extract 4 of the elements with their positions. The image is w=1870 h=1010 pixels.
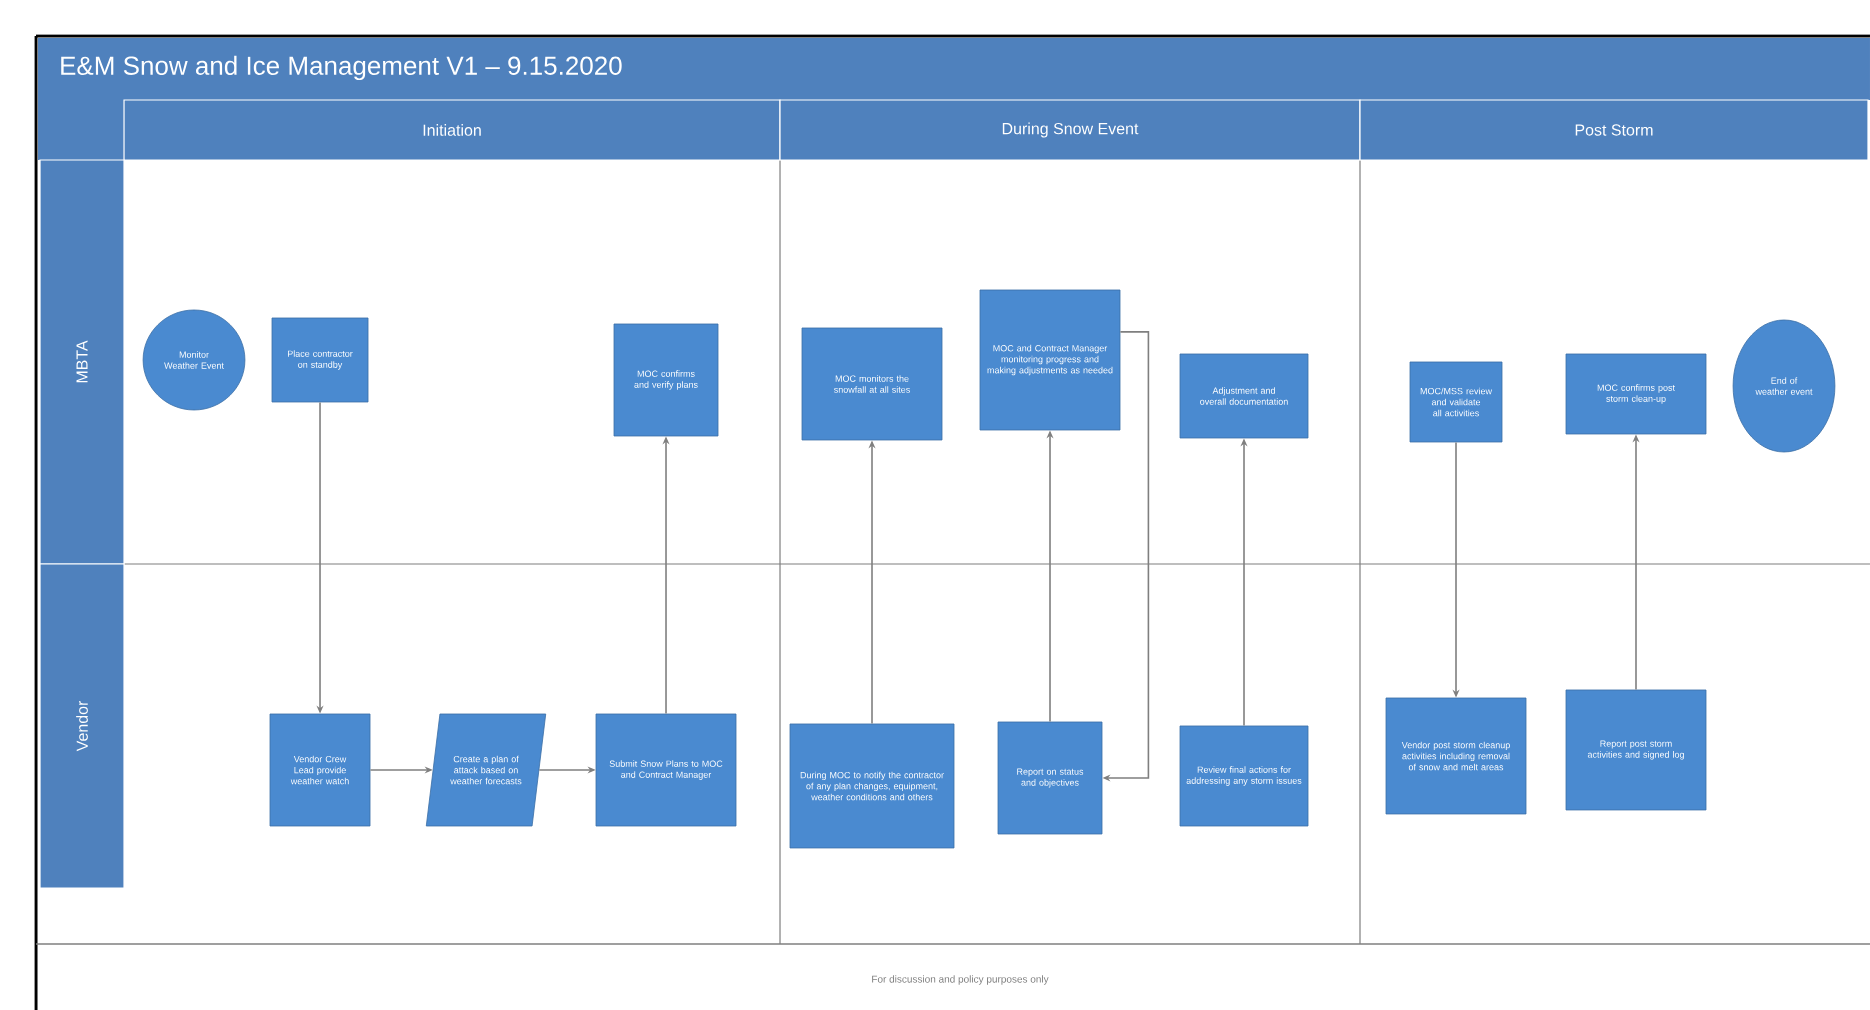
diagram-title: E&M Snow and Ice Management V1 – 9.15.2020 — [61, 55, 622, 81]
phase-header: Post Storm — [1359, 99, 1869, 161]
lane-header: Vendor — [39, 563, 125, 889]
phase-header: During Snow Event — [779, 99, 1361, 161]
